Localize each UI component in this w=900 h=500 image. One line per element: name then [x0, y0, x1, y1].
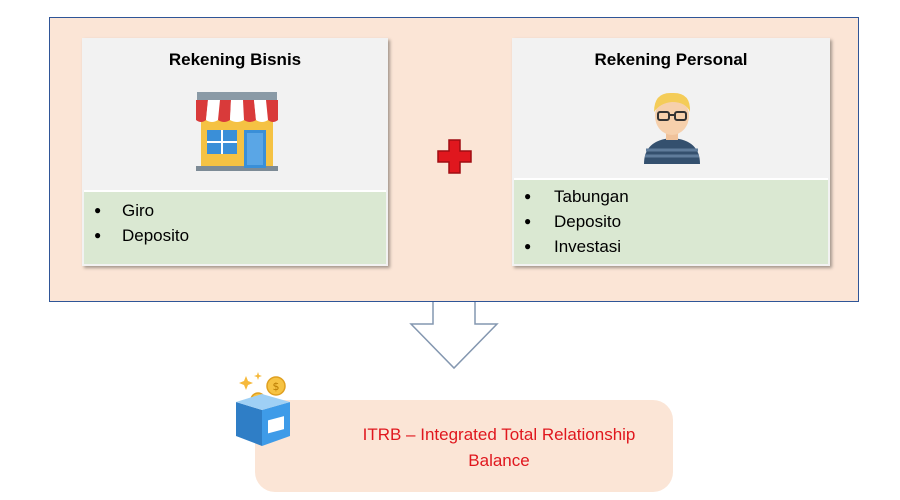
business-account-title: Rekening Bisnis [168, 50, 302, 69]
result-box: ITRB – Integrated Total Relationship Bal… [255, 400, 673, 492]
personal-account-list: ●Tabungan ●Deposito ●Investasi [514, 178, 828, 264]
business-account-list: ●Giro ●Deposito [84, 190, 386, 264]
business-account-card: Rekening Bisnis ●Giro ●Deposito [82, 38, 388, 266]
svg-text:$: $ [273, 380, 280, 393]
plus-icon [437, 139, 472, 174]
money-box-icon: $ [236, 372, 290, 446]
list-item: ●Tabungan [524, 187, 629, 206]
list-item: ●Giro [94, 201, 155, 220]
personal-account-title: Rekening Personal [594, 50, 748, 69]
down-arrow [409, 302, 499, 370]
result-label: ITRB – Integrated Total Relationship Bal… [362, 425, 636, 470]
personal-account-card: Rekening Personal ●Tabungan ●Deposito ●I… [512, 38, 830, 266]
person-icon [644, 92, 700, 164]
list-item: ●Investasi [524, 237, 622, 256]
storefront-icon [196, 92, 278, 171]
list-item: ●Deposito [524, 212, 622, 231]
list-item: ●Deposito [94, 226, 190, 245]
